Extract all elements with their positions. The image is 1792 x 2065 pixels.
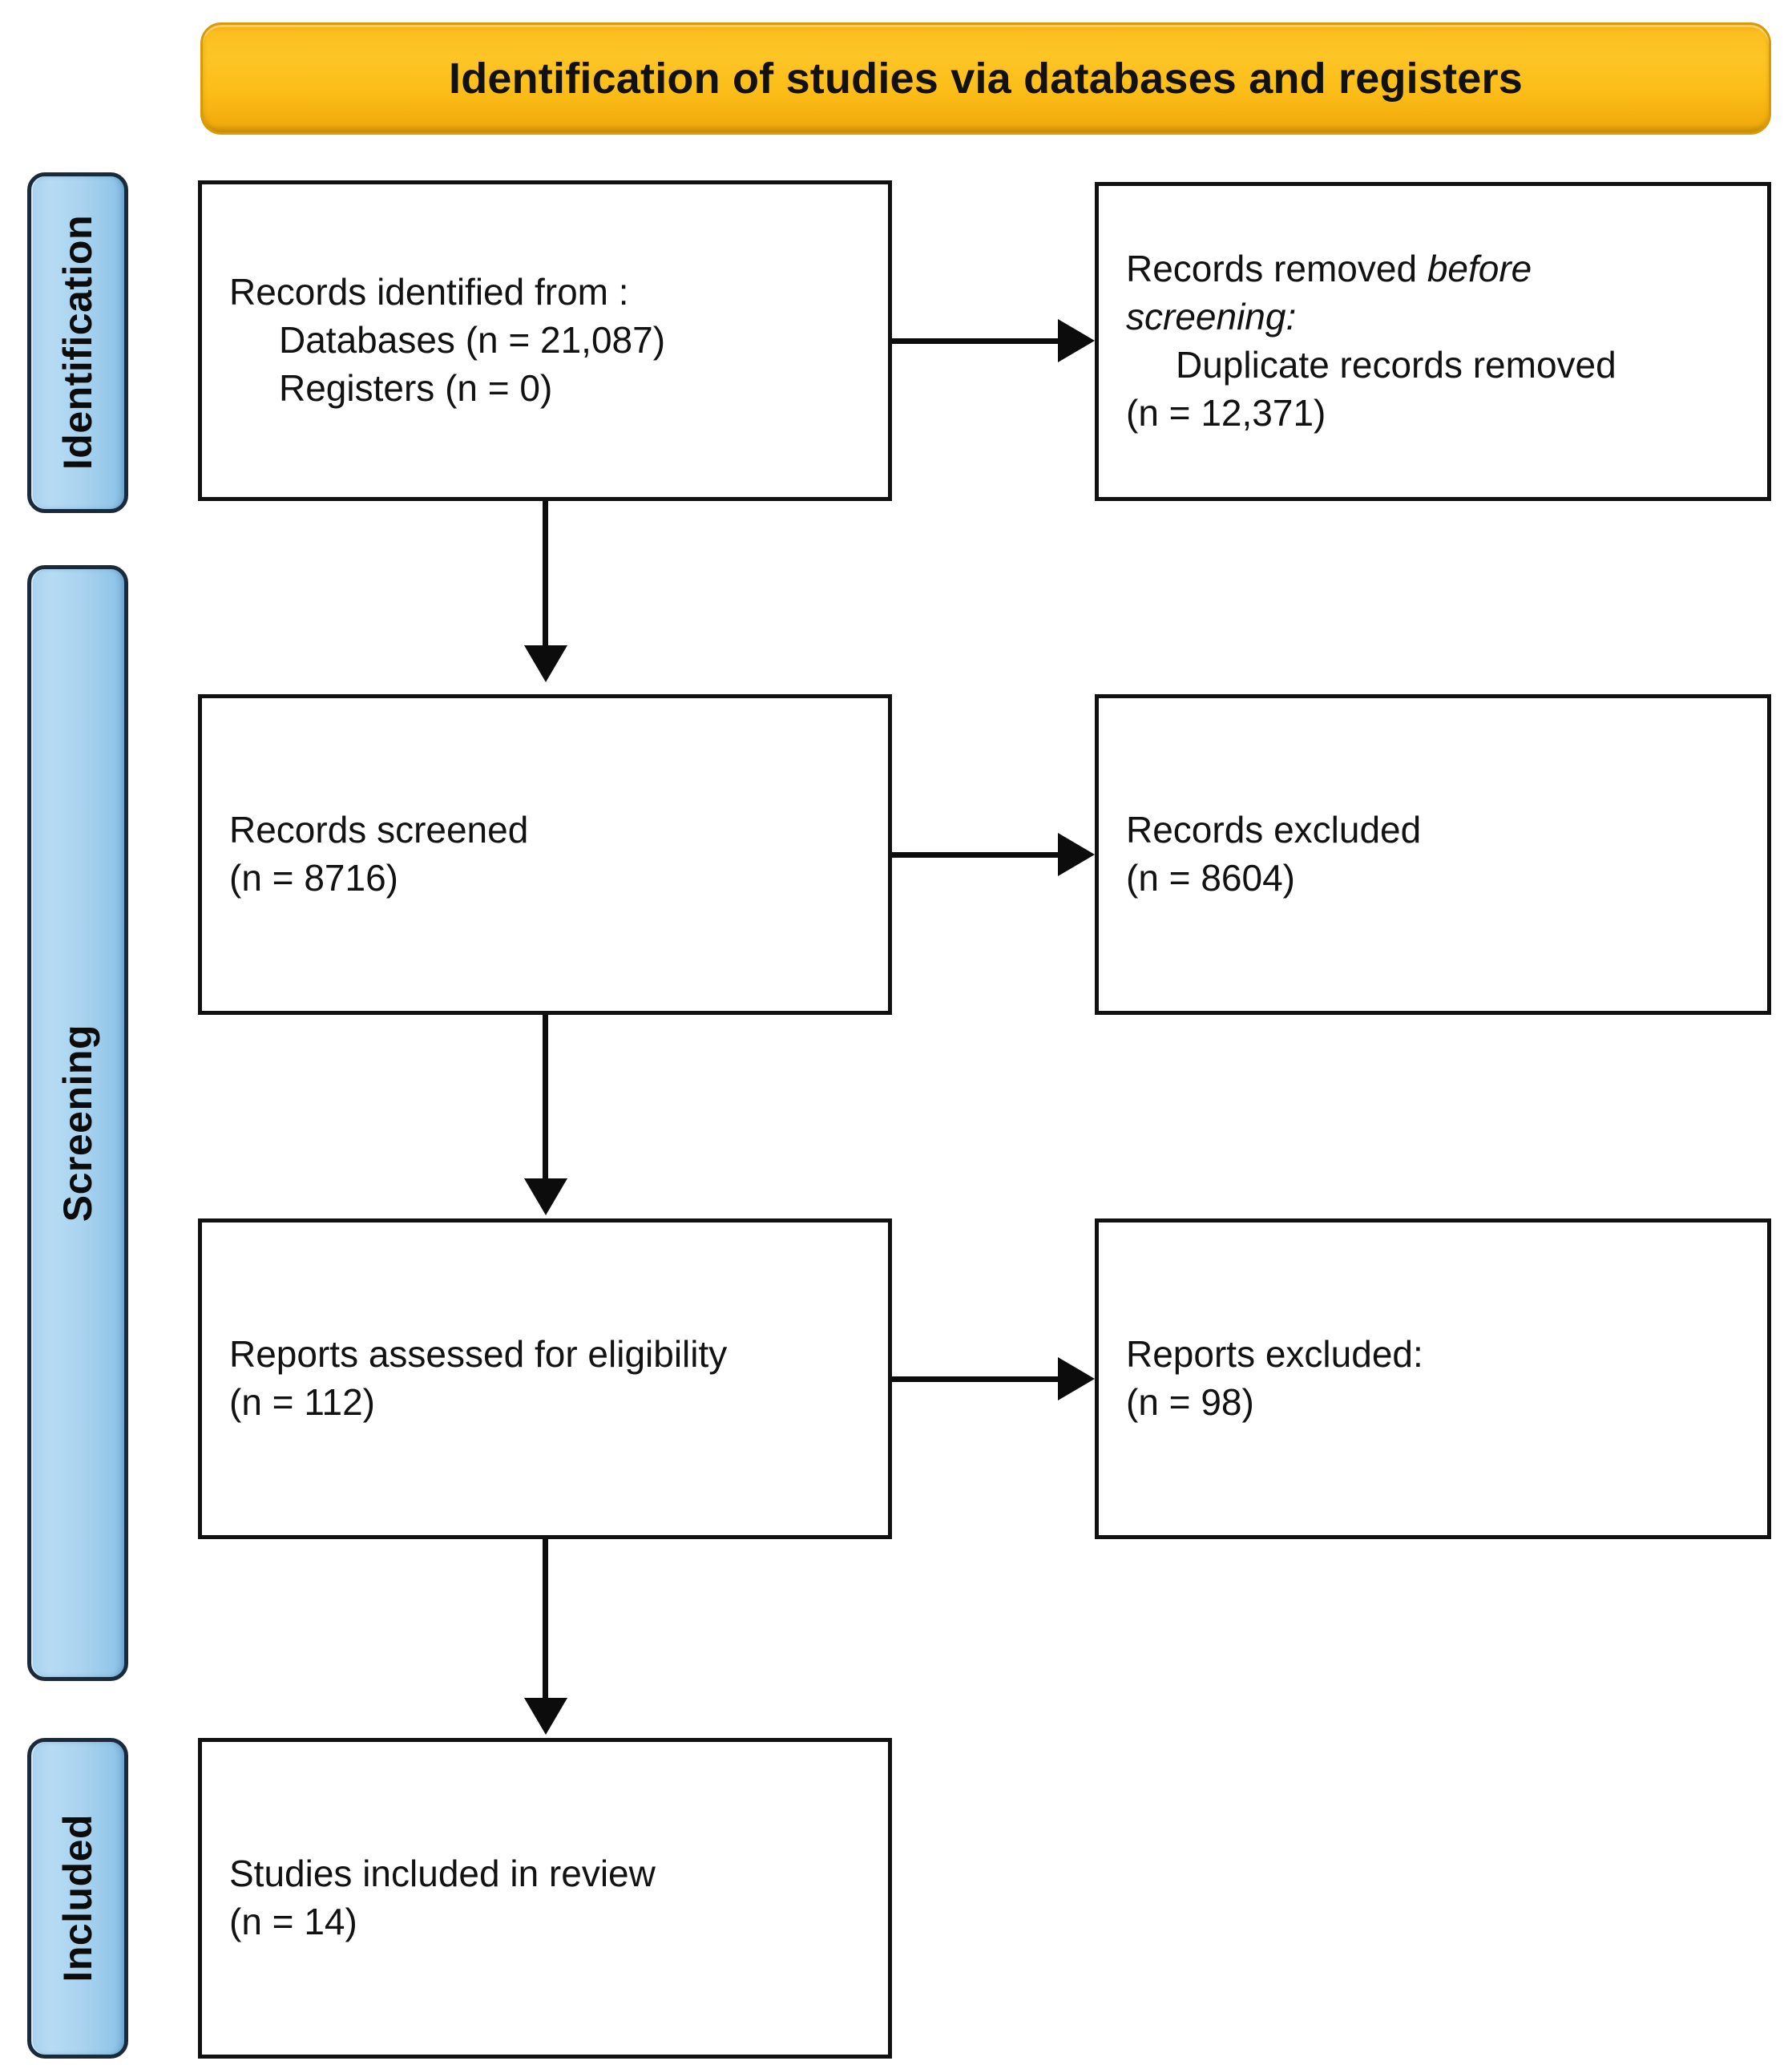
- box-records-removed-before-screening: Records removed before screening: Duplic…: [1095, 182, 1771, 501]
- stage-label-identification: Identification: [55, 215, 100, 471]
- box-reports-excluded: Reports excluded: (n = 98): [1095, 1218, 1771, 1539]
- arrowhead-assessed-to-reports-excluded: [1058, 1357, 1095, 1400]
- box-records-screened: Records screened (n = 8716): [198, 694, 892, 1015]
- stage-bar-identification: Identification: [27, 172, 128, 513]
- reports-assessed-label: Reports assessed for eligibility: [229, 1333, 728, 1376]
- arrowhead-screened-to-assessed: [524, 1178, 567, 1215]
- stage-bar-screening: Screening: [27, 565, 128, 1681]
- records-screened-count: (n = 8716): [229, 857, 398, 899]
- box-records-excluded: Records excluded (n = 8604): [1095, 694, 1771, 1015]
- records-removed-heading-line1: Records removed before: [1126, 248, 1532, 290]
- records-identified-registers: Registers (n = 0): [279, 366, 553, 409]
- arrowhead-identified-to-screened: [524, 645, 567, 682]
- records-removed-heading-line2: screening:: [1126, 296, 1297, 338]
- records-screened-label: Records screened: [229, 809, 529, 851]
- connector-screened-to-assessed: [543, 1015, 548, 1178]
- records-identified-heading: Records identified from :: [229, 271, 629, 313]
- records-excluded-label: Records excluded: [1126, 809, 1422, 851]
- connector-assessed-to-included: [543, 1539, 548, 1698]
- box-studies-included-in-review: Studies included in review (n = 14): [198, 1738, 892, 2059]
- records-identified-databases: Databases (n = 21,087): [279, 319, 666, 362]
- studies-included-count: (n = 14): [229, 1901, 357, 1942]
- duplicate-records-removed-label: Duplicate records removed: [1176, 344, 1616, 386]
- duplicate-records-removed-count: (n = 12,371): [1126, 391, 1326, 434]
- arrowhead-assessed-to-included: [524, 1698, 567, 1735]
- reports-excluded-count: (n = 98): [1126, 1381, 1254, 1423]
- stage-bar-included: Included: [27, 1738, 128, 2059]
- studies-included-label: Studies included in review: [229, 1853, 656, 1895]
- connector-assessed-to-reports-excluded: [892, 1376, 1058, 1382]
- diagram-title: Identification of studies via databases …: [449, 54, 1523, 103]
- box-reports-assessed-for-eligibility: Reports assessed for eligibility (n = 11…: [198, 1218, 892, 1539]
- connector-screened-to-excluded: [892, 852, 1058, 858]
- connector-identified-to-removed: [892, 338, 1058, 344]
- arrowhead-identified-to-removed: [1058, 319, 1095, 362]
- reports-excluded-label: Reports excluded:: [1126, 1333, 1423, 1376]
- connector-identified-to-screened: [543, 501, 548, 645]
- records-excluded-count: (n = 8604): [1126, 857, 1295, 899]
- stage-label-included: Included: [55, 1814, 100, 1982]
- reports-assessed-count: (n = 112): [229, 1381, 375, 1423]
- box-records-identified: Records identified from : Databases (n =…: [198, 180, 892, 501]
- arrowhead-screened-to-excluded: [1058, 833, 1095, 876]
- stage-label-screening: Screening: [55, 1024, 100, 1222]
- diagram-header-banner: Identification of studies via databases …: [200, 22, 1771, 135]
